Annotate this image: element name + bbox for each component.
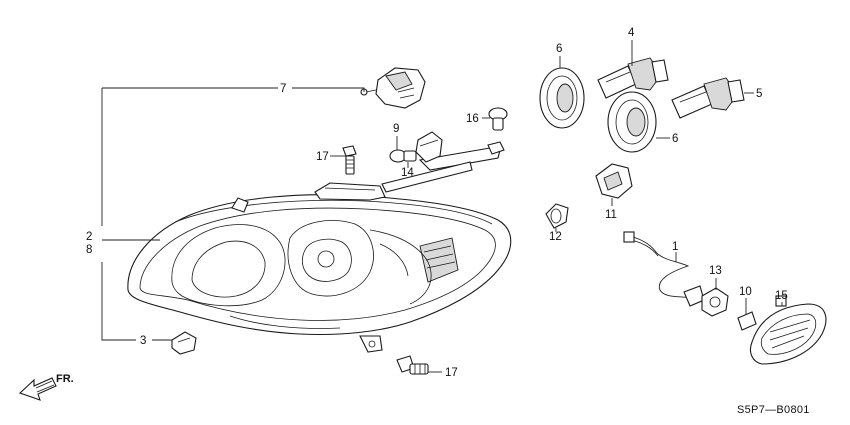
callout-labels: 1 2 3 4 5 6 6 7 8 9 10 11 12 13 14 15 16… <box>86 27 788 379</box>
callout-1: 1 <box>672 241 678 253</box>
callout-9: 9 <box>393 123 399 135</box>
headlight-assembly <box>127 182 512 353</box>
callout-14: 14 <box>401 167 414 179</box>
callout-16: 16 <box>466 113 479 125</box>
grommet-part <box>488 107 508 131</box>
bulb-lower-part <box>671 77 745 119</box>
socket-bracket-part <box>381 141 505 193</box>
side-marker-part <box>749 295 827 365</box>
bolt-upper-part <box>342 145 357 175</box>
bulb-small-part <box>389 149 417 163</box>
callout-3: 3 <box>140 335 146 347</box>
callout-2: 2 <box>86 231 92 243</box>
callout-8: 8 <box>86 244 92 256</box>
callout-13: 13 <box>709 265 722 277</box>
headlight-adjuster-part <box>360 67 426 109</box>
callout-4: 4 <box>628 27 635 39</box>
front-direction-arrow: FR. <box>18 373 74 401</box>
harness-part <box>623 231 705 307</box>
callout-5: 5 <box>756 88 762 100</box>
callout-15: 15 <box>775 290 788 302</box>
socket-11-part <box>595 163 633 199</box>
callout-12: 12 <box>549 231 562 243</box>
seal-upper-part <box>539 67 585 129</box>
bulb-upper-part <box>597 57 669 99</box>
callout-6-upper: 6 <box>556 43 562 55</box>
leader-lines <box>101 40 783 373</box>
callout-11: 11 <box>605 209 617 221</box>
bulb-12-part <box>545 203 569 229</box>
callout-10: 10 <box>739 286 752 298</box>
callout-17-lower: 17 <box>445 367 458 379</box>
seal-lower-part <box>607 91 657 153</box>
callout-7: 7 <box>280 83 286 95</box>
bulb-10-part <box>737 311 757 331</box>
direction-label: FR. <box>56 373 74 385</box>
callout-6-lower: 6 <box>672 133 678 145</box>
diagram-code: S5P7—B0801 <box>737 404 810 416</box>
clip-part <box>171 331 197 355</box>
bolt-lower-part <box>396 355 429 375</box>
socket-13-part <box>701 287 729 317</box>
callout-17-upper: 17 <box>316 151 329 163</box>
